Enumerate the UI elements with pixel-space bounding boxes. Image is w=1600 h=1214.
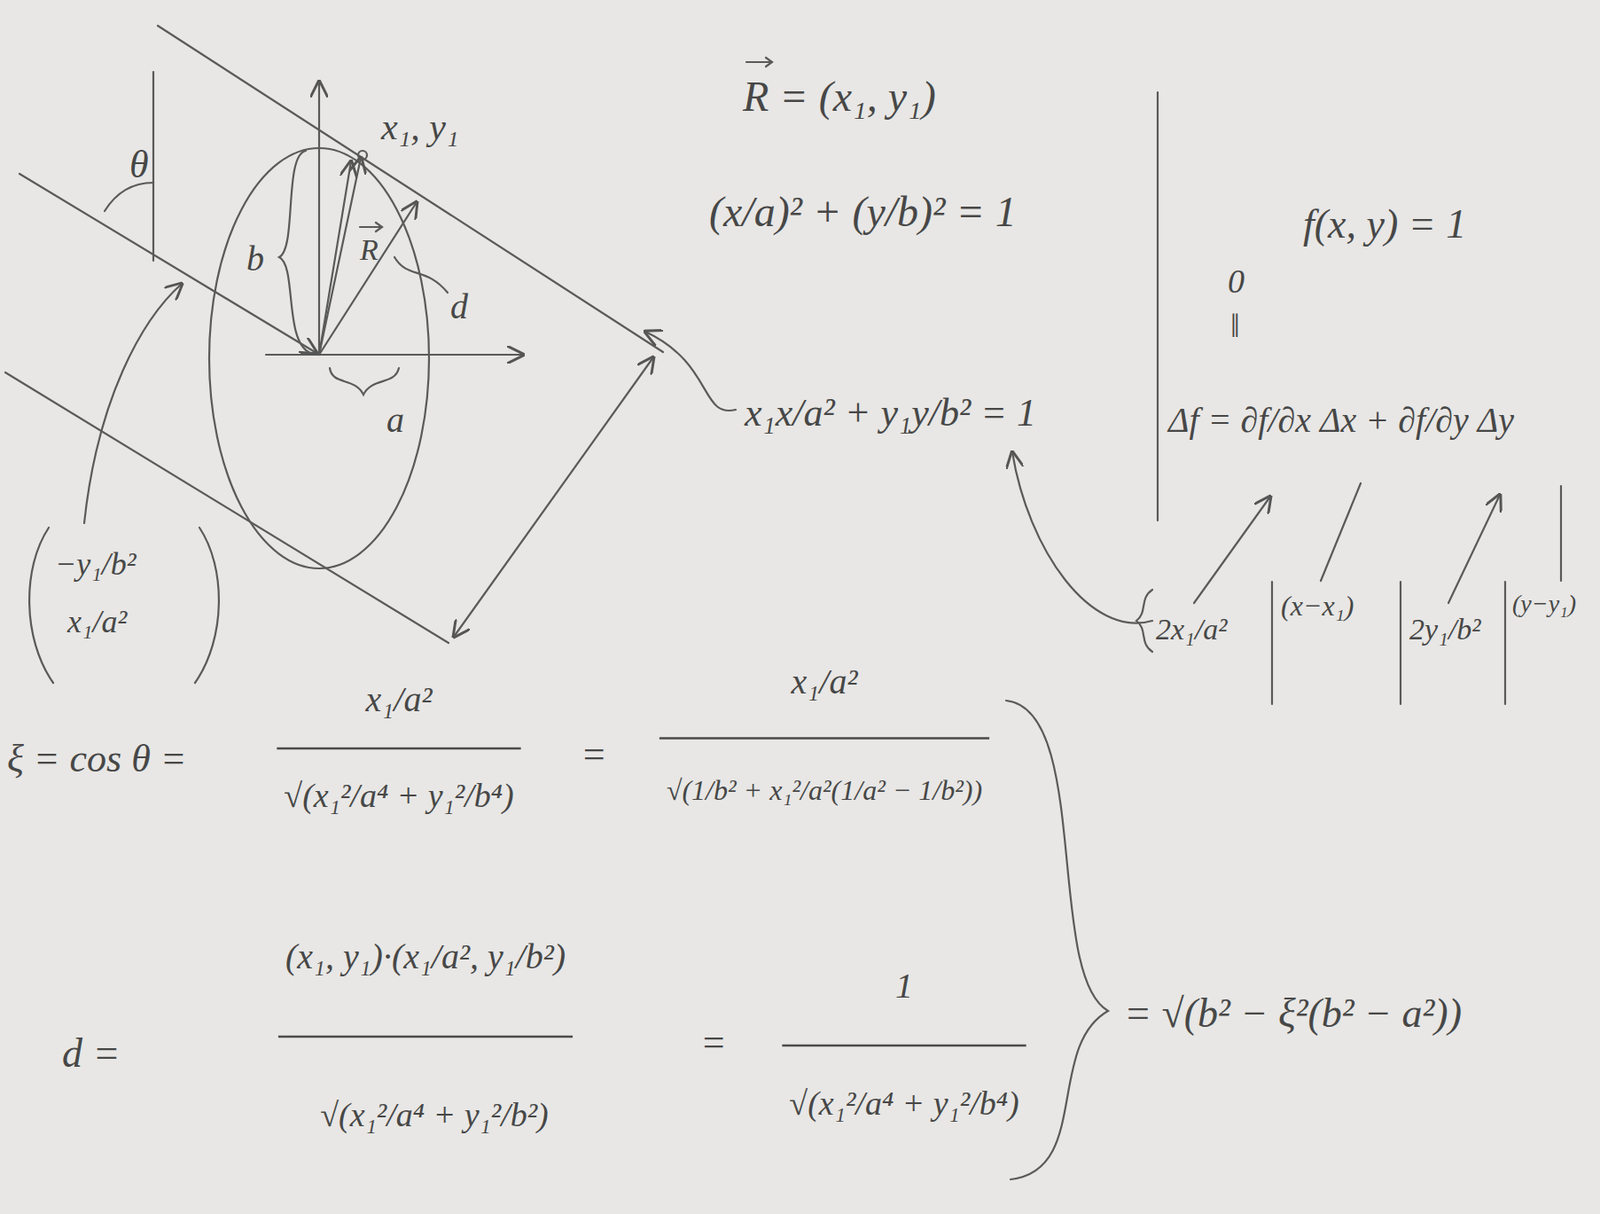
math-label: x₁/a² bbox=[67, 602, 127, 641]
separator bbox=[1399, 581, 1402, 704]
pointer-line bbox=[1194, 496, 1271, 603]
math-label: 2y₁/b² bbox=[1409, 611, 1482, 648]
leader-d bbox=[394, 257, 448, 293]
math-label: ‖ bbox=[1230, 305, 1241, 347]
math-label: (x/a)² + (y/b)² = 1 bbox=[709, 186, 1017, 238]
math-label: d = bbox=[62, 1028, 121, 1078]
parallel-line bbox=[19, 173, 317, 353]
separator bbox=[1271, 581, 1273, 704]
normal-vector bbox=[319, 202, 417, 355]
angle-arc bbox=[104, 182, 154, 211]
pointer-line bbox=[1448, 494, 1500, 603]
math-label: −y₁/b² bbox=[54, 545, 137, 584]
math-label: R = (x₁, y₁) bbox=[742, 70, 937, 123]
radius-vector bbox=[319, 161, 352, 355]
math-label: R bbox=[359, 232, 379, 269]
separator bbox=[1504, 581, 1507, 704]
r-arrow-bar bbox=[359, 222, 383, 232]
math-label: = √(b² − ξ²(b² − a²)) bbox=[1123, 988, 1462, 1038]
math-label: √(x₁²/a⁴ + y₁²/b⁴) bbox=[788, 1083, 1019, 1124]
math-label: (y−y₁) bbox=[1512, 588, 1577, 619]
math-label: Δf = ∂f/∂x Δx + ∂f/∂y Δy bbox=[1168, 398, 1515, 442]
y-axis bbox=[318, 81, 320, 355]
radius-vector bbox=[319, 157, 361, 355]
math-label: x₁/a² bbox=[366, 678, 433, 721]
math-label: x₁, y₁ bbox=[381, 104, 460, 149]
width-arrow bbox=[453, 357, 654, 637]
fraction-bar bbox=[659, 736, 990, 739]
fraction-bar bbox=[781, 1044, 1026, 1046]
parallel-line bbox=[5, 372, 449, 643]
math-label: √(1/b² + x₁²/a²(1/a² − 1/b²)) bbox=[666, 772, 983, 807]
paren bbox=[195, 527, 219, 683]
brace-small bbox=[1136, 589, 1153, 652]
math-label: x₁x/a² + y₁y/b² = 1 bbox=[744, 390, 1037, 438]
math-label: = bbox=[580, 731, 608, 779]
pointer-arrow bbox=[84, 283, 182, 523]
math-label: √(x₁²/a⁴ + y₁²/b⁴) bbox=[283, 775, 514, 817]
math-label: d bbox=[450, 285, 469, 328]
pointer-arrow bbox=[1012, 452, 1153, 624]
math-label: (x−x₁) bbox=[1280, 588, 1354, 623]
brace-b bbox=[279, 150, 311, 353]
equation-brace bbox=[1006, 700, 1109, 1179]
brace-a bbox=[329, 367, 399, 395]
math-label: (x₁, y₁)·(x₁/a², y₁/b²) bbox=[285, 935, 566, 978]
paren bbox=[29, 527, 54, 683]
math-label: = bbox=[700, 1019, 727, 1067]
math-label: 1 bbox=[895, 964, 914, 1007]
math-label: θ bbox=[129, 141, 149, 189]
pointer-line bbox=[1560, 485, 1562, 581]
r-title-bar bbox=[746, 57, 773, 67]
vertical-ref bbox=[152, 71, 155, 261]
math-label: √(x₁²/a⁴ + y₁²/b²) bbox=[320, 1094, 548, 1136]
math-label: ξ = cos θ = bbox=[7, 735, 188, 783]
pointer-arrow bbox=[645, 331, 736, 411]
math-label: 0 bbox=[1227, 261, 1245, 303]
math-label: a bbox=[386, 398, 405, 442]
fraction-bar bbox=[278, 1035, 573, 1038]
tangent-point bbox=[358, 150, 367, 160]
fraction-bar bbox=[276, 747, 521, 750]
x-axis bbox=[265, 353, 523, 356]
math-label: 2x₁/a² bbox=[1155, 611, 1228, 648]
math-label: b bbox=[246, 237, 265, 281]
pointer-line bbox=[1320, 483, 1361, 581]
math-label: x₁/a² bbox=[791, 660, 859, 703]
math-label: f(x, y) = 1 bbox=[1303, 199, 1467, 249]
divider bbox=[1156, 92, 1159, 521]
